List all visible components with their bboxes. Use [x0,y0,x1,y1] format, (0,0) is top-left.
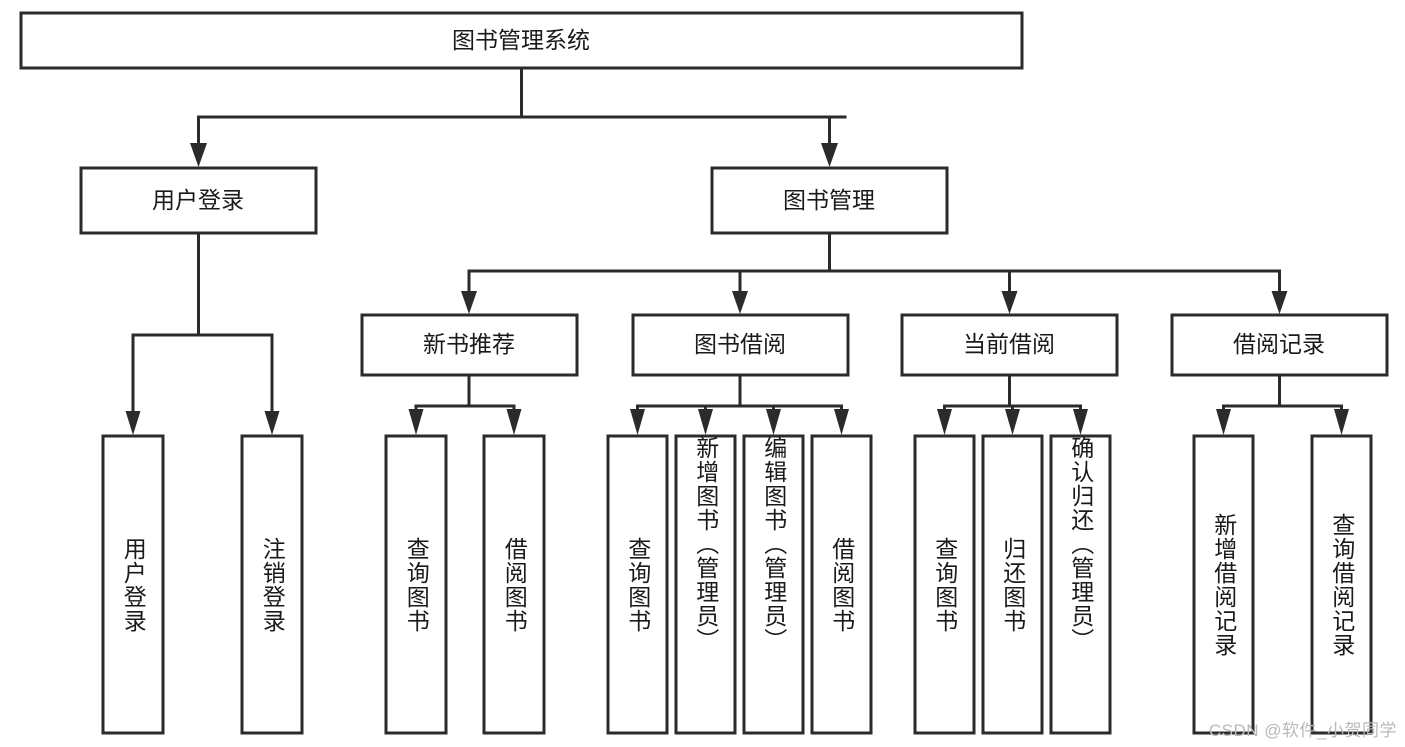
node-leaf-query-book-2-box[interactable] [606,434,669,735]
node-borrow-record-box[interactable] [1170,313,1389,377]
node-book-manage[interactable]: 图书管理 [710,166,949,235]
arrow-head-leaf-return-book [1005,409,1020,435]
arrow-head-leaf-add-book [698,409,713,435]
node-leaf-query-record-box[interactable] [1310,434,1373,735]
node-current-borrow-label: 当前借阅 [963,331,1055,357]
node-user-login[interactable]: 用户登录 [79,166,318,235]
arrow-head-leaf-borrow-book-2 [834,409,849,435]
arrow-head-leaf-query-book-1 [408,409,424,435]
node-leaf-confirm-return-box[interactable] [1049,434,1112,735]
arrow-head-leaf-query-record [1334,409,1349,435]
node-new-book-rec[interactable]: 新书推荐 [360,313,579,377]
arrow-head-book-borrow [732,291,748,314]
edge-group [125,66,1349,435]
arrow-head-leaf-user-login [125,411,141,435]
arrow-head-leaf-borrow-book-1 [506,409,522,435]
arrow-head-leaf-logout [264,411,280,435]
node-leaf-logout-box[interactable] [240,434,304,735]
node-borrow-record[interactable]: 借阅记录 [1170,313,1389,377]
node-new-book-rec-label: 新书推荐 [423,331,515,357]
node-book-borrow-box[interactable] [631,313,850,377]
arrow-head-leaf-add-record [1216,409,1231,435]
node-book-borrow[interactable]: 图书借阅 [631,313,850,377]
node-new-book-rec-box[interactable] [360,313,579,377]
arrow-head-new-book-rec [461,291,477,314]
node-user-login-box[interactable] [79,166,318,235]
arrow-head-borrow-record [1271,291,1288,314]
node-leaf-borrow-book-1-box[interactable] [482,434,546,735]
node-borrow-record-label: 借阅记录 [1233,331,1325,357]
arrow-head-leaf-confirm-return [1073,409,1088,435]
node-group: 图书管理系统 用户登录 图书管理 新书推荐 图书借阅 当前 [19,11,1389,735]
node-root[interactable]: 图书管理系统 [19,11,1024,70]
node-leaf-query-book-1-box[interactable] [384,434,448,735]
node-root-label: 图书管理系统 [452,27,590,53]
node-root-box[interactable] [19,11,1024,70]
node-current-borrow-box[interactable] [900,313,1119,377]
node-leaf-add-book-box[interactable] [674,434,737,735]
node-user-login-label: 用户登录 [152,187,244,213]
csdn-watermark: CSDN @软件_小贺同学 [1208,721,1397,740]
node-leaf-add-record-box[interactable] [1192,434,1255,735]
node-book-manage-box[interactable] [710,166,949,235]
arrow-head-leaf-query-book-3 [937,409,952,435]
arrow-head-leaf-query-book-2 [630,409,645,435]
node-book-manage-label: 图书管理 [783,187,875,213]
node-leaf-query-book-3-box[interactable] [913,434,976,735]
node-current-borrow[interactable]: 当前借阅 [900,313,1119,377]
node-leaf-return-book-box[interactable] [981,434,1044,735]
node-book-borrow-label: 图书借阅 [694,331,786,357]
node-leaf-edit-book-box[interactable] [742,434,805,735]
node-leaf-user-login-box[interactable] [101,434,165,735]
arrow-head-user-login [190,143,207,167]
arrow-head-leaf-edit-book [766,409,781,435]
arrow-head-current-borrow [1001,291,1018,314]
node-leaf-borrow-book-2-box[interactable] [810,434,873,735]
arrow-head-book-manage [821,143,838,167]
